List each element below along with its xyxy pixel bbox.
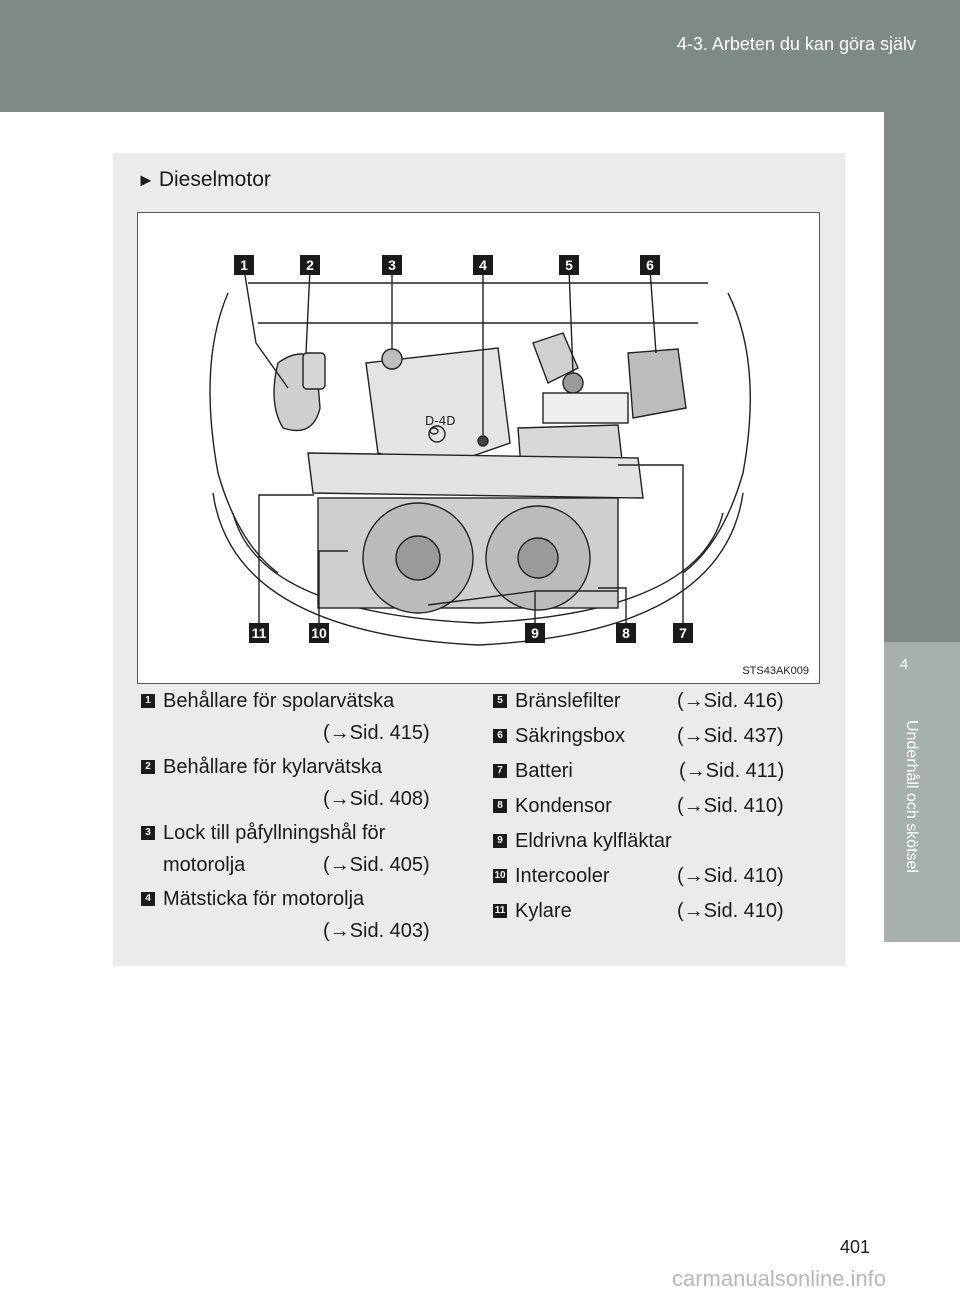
callout-9: 9 (525, 623, 545, 643)
callout-2: 2 (300, 255, 320, 275)
callout-7: 7 (673, 623, 693, 643)
legend-ref-6: (→Sid. 437) (677, 725, 784, 747)
legend-label-5: Bränslefilter (515, 690, 621, 712)
legend-ref-11: (→Sid. 410) (677, 900, 784, 922)
callout-8: 8 (616, 623, 636, 643)
callout-1: 1 (234, 255, 254, 275)
legend-ref-2: (→Sid. 408) (323, 788, 430, 810)
legend-ref-10: (→Sid. 410) (677, 865, 784, 887)
callout-10: 10 (309, 623, 329, 643)
callout-4: 4 (473, 255, 493, 275)
legend-badge-7: 7 (493, 764, 507, 778)
legend-label-3: Lock till påfyllningshål för (163, 822, 386, 844)
legend-badge-3: 3 (141, 826, 155, 840)
section-title: ►Dieselmotor (137, 168, 271, 192)
legend-item-10: 10 Intercooler (→Sid. 410) (493, 859, 813, 893)
legend-ref-3: (→Sid. 405) (323, 854, 430, 876)
section-header-title: 4-3. Arbeten du kan göra själv (676, 34, 916, 54)
legend-item-4: 4 Mätsticka för motorolja (→Sid. 403) (141, 882, 451, 952)
legend-badge-1: 1 (141, 694, 155, 708)
legend-label-9: Eldrivna kylfläktar (515, 830, 672, 852)
callout-6: 6 (640, 255, 660, 275)
legend-item-6: 6 Säkringsbox (→Sid. 437) (493, 719, 813, 753)
legend-item-2: 2 Behållare för kylarvätska (→Sid. 408) (141, 750, 451, 820)
engine-figure: D-4D (137, 212, 820, 684)
legend-item-7: 7 Batteri (→Sid. 411) (493, 754, 813, 788)
legend-ref-1: (→Sid. 415) (323, 722, 430, 744)
chapter-tab (884, 642, 960, 942)
legend-item-1: 1 Behållare för spolarvätska (→Sid. 415) (141, 684, 451, 754)
legend-item-11: 11 Kylare (→Sid. 410) (493, 894, 813, 928)
legend-label-10: Intercooler (515, 865, 610, 887)
legend-label-3b: motorolja (163, 854, 246, 876)
page-number: 401 (840, 1237, 871, 1257)
chapter-tab-bar (884, 112, 960, 642)
legend-ref-5: (→Sid. 416) (677, 690, 784, 712)
legend-label-7: Batteri (515, 760, 573, 782)
legend-badge-10: 10 (493, 869, 507, 883)
callout-11: 11 (249, 623, 269, 643)
figure-code: STS43AK009 (742, 665, 809, 677)
legend-label-2: Behållare för kylarvätska (163, 756, 382, 778)
legend-ref-7: (→Sid. 411) (679, 760, 785, 782)
callout-5: 5 (559, 255, 579, 275)
legend-badge-5: 5 (493, 694, 507, 708)
legend-ref-8: (→Sid. 410) (677, 795, 784, 817)
legend-item-5: 5 Bränslefilter (→Sid. 416) (493, 684, 813, 718)
legend-label-4: Mätsticka för motorolja (163, 888, 365, 910)
legend-item-3: 3 Lock till påfyllningshål för motorolja… (141, 816, 451, 886)
legend-badge-6: 6 (493, 729, 507, 743)
legend-badge-9: 9 (493, 834, 507, 848)
callout-3: 3 (382, 255, 402, 275)
legend-badge-2: 2 (141, 760, 155, 774)
triangle-icon: ► (137, 170, 155, 190)
legend-label-8: Kondensor (515, 795, 612, 817)
watermark: carmanualsonline.info (672, 1266, 887, 1291)
legend-item-8: 8 Kondensor (→Sid. 410) (493, 789, 813, 823)
chapter-title: Underhåll och skötsel (903, 720, 920, 873)
legend-ref-4: (→Sid. 403) (323, 920, 430, 942)
header-band (0, 0, 960, 112)
section-title-text: Dieselmotor (158, 168, 271, 191)
legend-label-11: Kylare (515, 900, 572, 922)
legend-label-1: Behållare för spolarvätska (163, 690, 395, 712)
chapter-number: 4 (899, 656, 909, 673)
legend-badge-4: 4 (141, 892, 155, 906)
svg-text:D-4D: D-4D (425, 414, 455, 428)
engine-illustration: D-4D (209, 268, 751, 646)
legend-label-6: Säkringsbox (515, 725, 626, 747)
legend-badge-8: 8 (493, 799, 507, 813)
legend-item-9: 9 Eldrivna kylfläktar (493, 824, 813, 858)
legend-badge-11: 11 (493, 904, 507, 918)
